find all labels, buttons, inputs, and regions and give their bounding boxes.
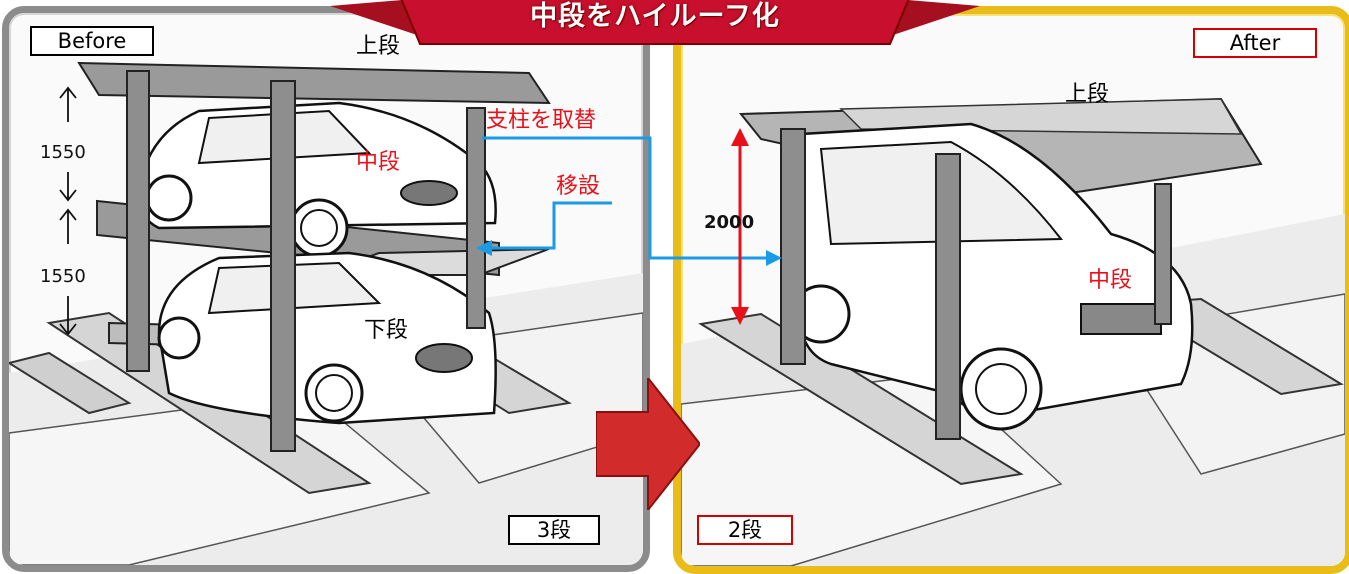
dim-arrow-down-icon: [731, 307, 749, 325]
before-height-top: 1550: [40, 142, 86, 163]
dim-arrow-up-icon: [731, 128, 749, 146]
after-panel: [673, 6, 1349, 574]
before-height-bottom: 1550: [40, 266, 86, 287]
transition-arrow-icon: [596, 378, 700, 510]
before-upper-tier: 上段: [356, 34, 401, 59]
before-label: Before: [30, 26, 154, 56]
relocate-note: 移設: [556, 174, 601, 199]
pillar-replace-note: 支柱を取替: [486, 108, 597, 133]
after-height: 2000: [704, 212, 755, 233]
after-illustration: [681, 97, 1345, 566]
after-label: After: [1193, 28, 1317, 58]
before-panel: [2, 6, 650, 572]
before-dimension-arrows: [59, 86, 77, 336]
before-lower-tier: 下段: [364, 318, 409, 343]
before-middle-tier: 中段: [356, 150, 401, 175]
title-ribbon: [330, 0, 980, 45]
after-upper-tier: 上段: [1065, 82, 1110, 107]
relocate-arrowhead-icon: [476, 240, 492, 256]
after-level-count: 2段: [697, 515, 793, 545]
before-level-count: 3段: [508, 515, 600, 545]
diagram-title: 中段をハイルーフ化: [530, 1, 780, 32]
after-middle-tier: 中段: [1088, 268, 1133, 293]
leader-arrowhead-icon: [766, 250, 782, 266]
before-illustration: [9, 61, 643, 565]
